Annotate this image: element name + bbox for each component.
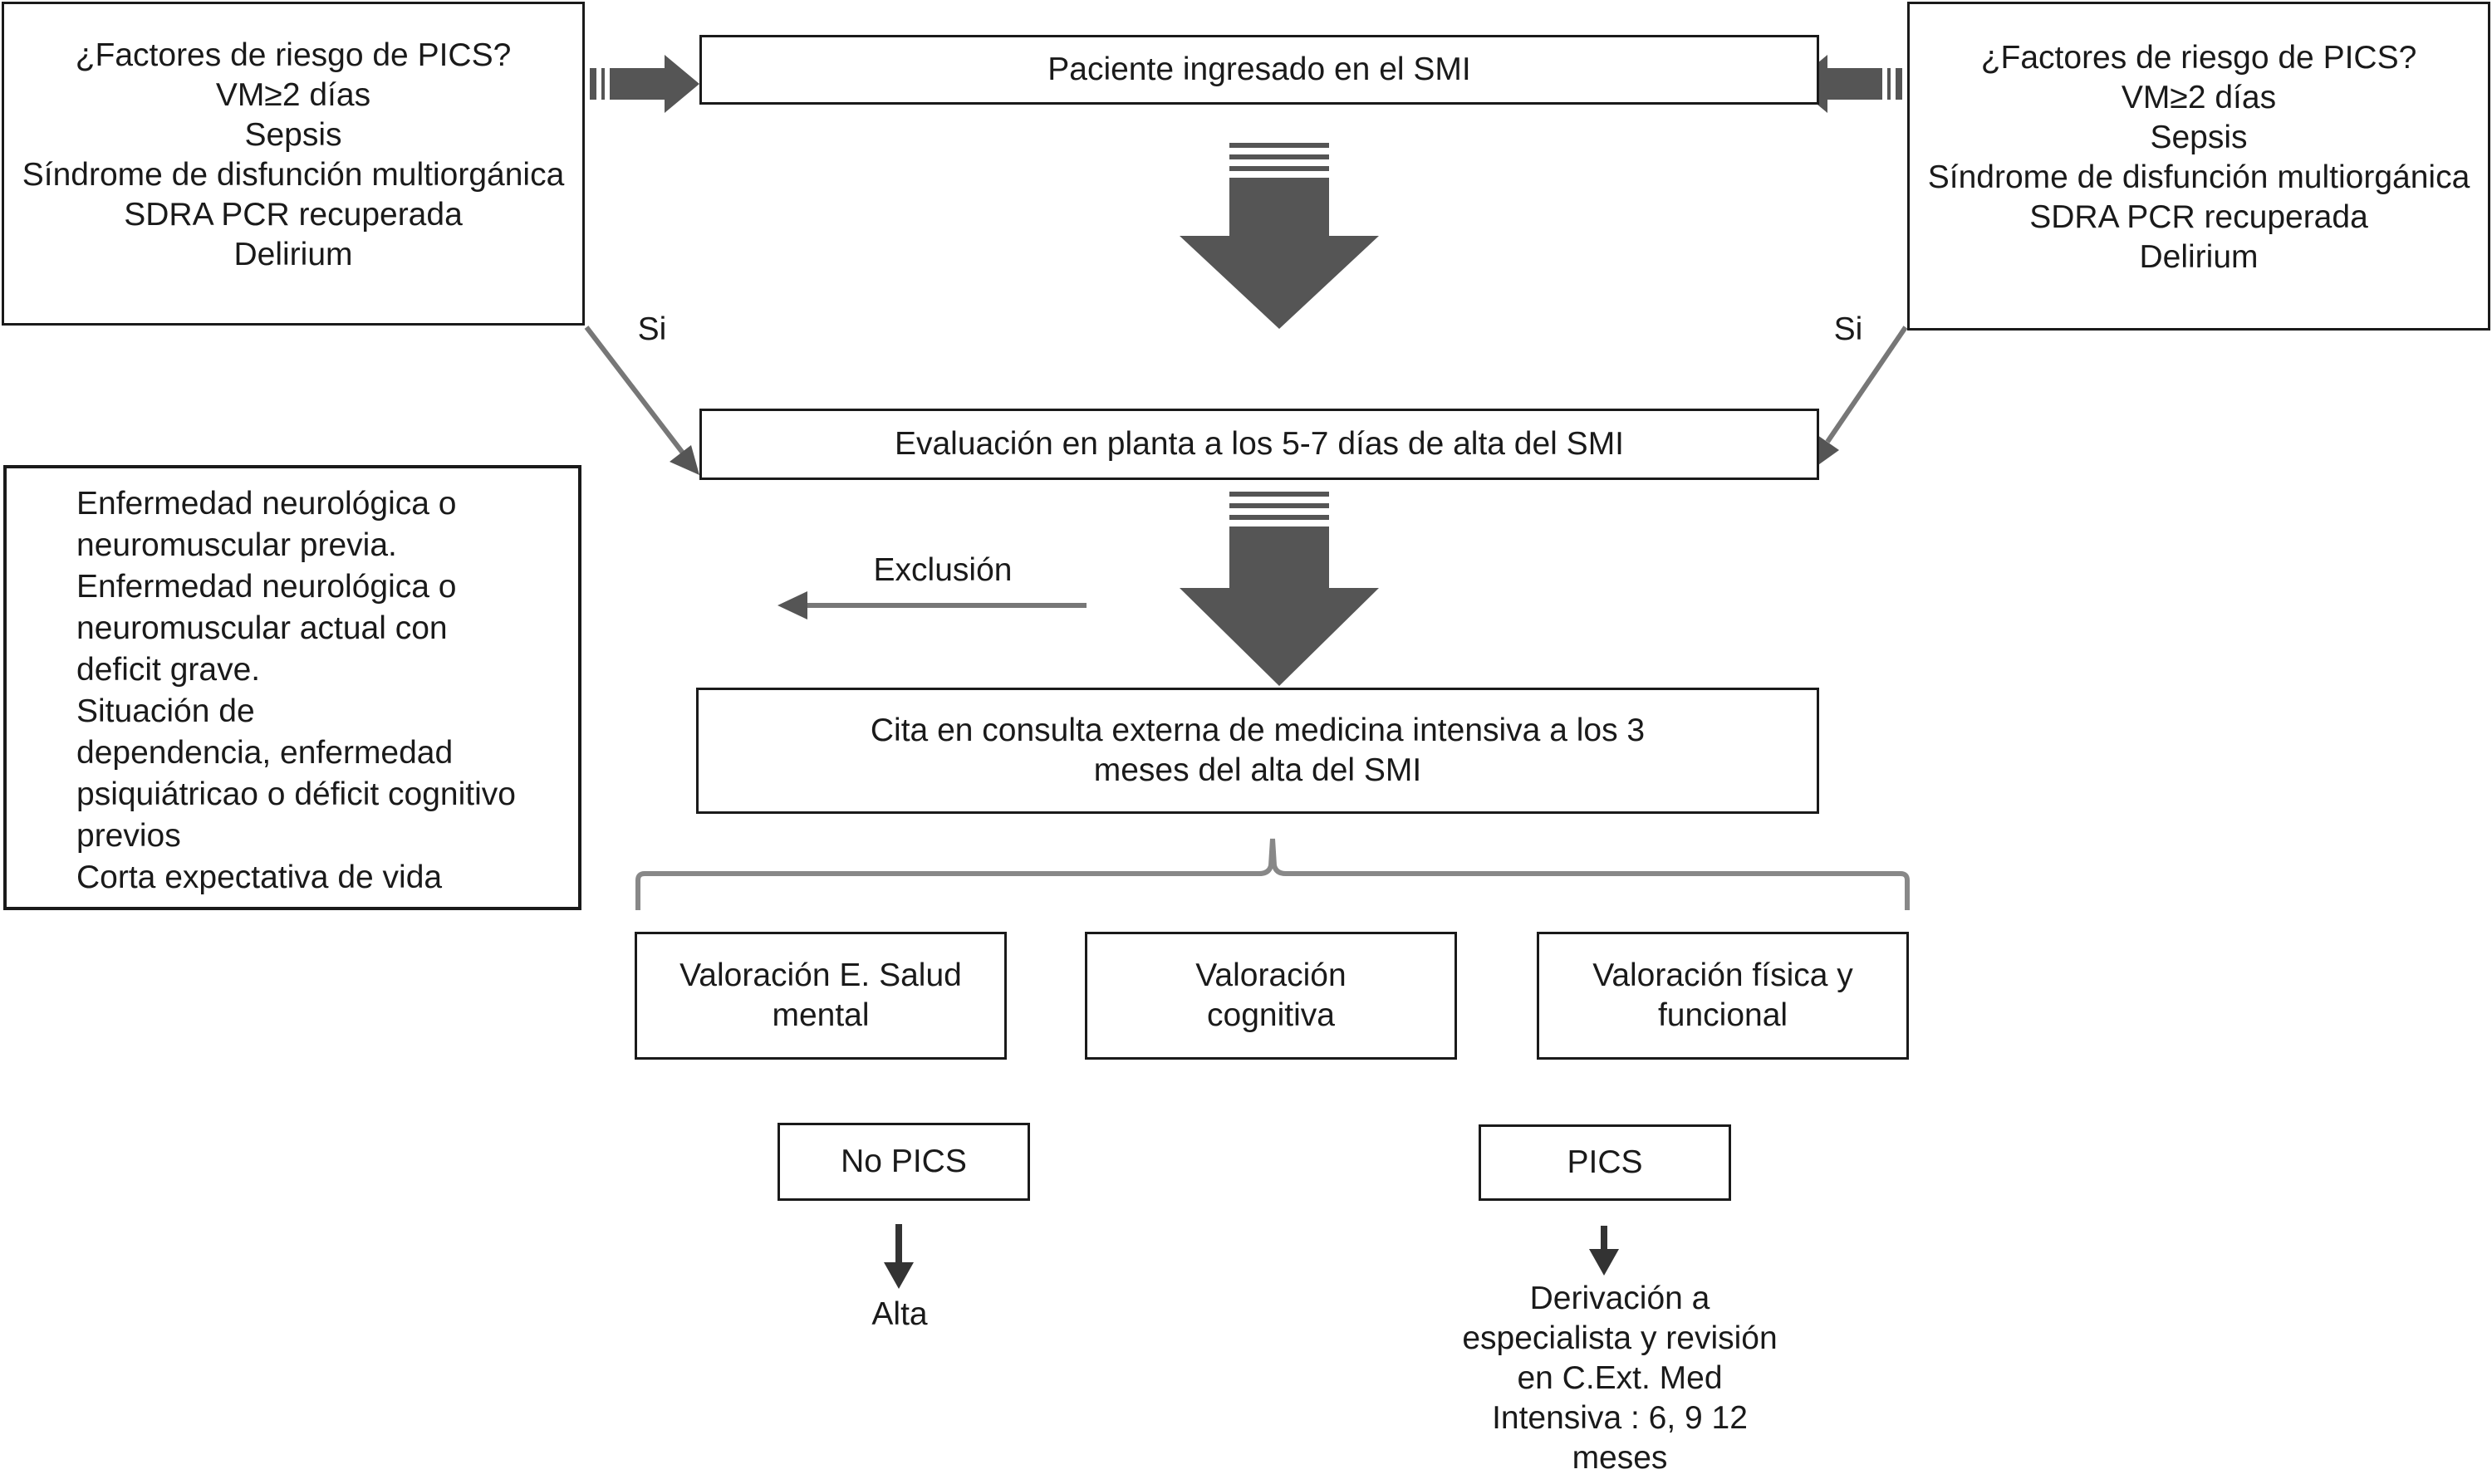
- referral-line: en C.Ext. Med: [1517, 1360, 1723, 1396]
- exclusion-criteria-line: Situación de: [76, 693, 255, 729]
- no-pics-box: No PICS: [778, 1123, 1030, 1201]
- pics-box: PICS: [1479, 1124, 1731, 1201]
- assessment-line: mental: [772, 997, 870, 1033]
- assessment-physical-box: Valoración física y funcional: [1537, 932, 1909, 1060]
- arrow-risk-left-to-admission: [590, 55, 699, 113]
- arrow-exclusion: [778, 591, 1087, 620]
- arrow-evaluation-to-appointment: [1180, 492, 1379, 686]
- risk-factors-box-left: ¿Factores de riesgo de PICS? VM≥2 días S…: [2, 2, 585, 326]
- appointment-box: Cita en consulta externa de medicina int…: [696, 688, 1819, 814]
- risk-factor-item: VM≥2 días: [215, 77, 371, 113]
- assessment-mental-health-box: Valoración E. Salud mental: [635, 932, 1007, 1060]
- referral-line: especialista y revisión: [1462, 1320, 1778, 1356]
- risk-factors-title: ¿Factores de riesgo de PICS?: [75, 37, 512, 73]
- risk-factor-item: Síndrome de disfunción multiorgánica: [1927, 159, 2470, 195]
- assessment-line: cognitiva: [1207, 997, 1335, 1033]
- referral-text: Derivación a especialista y revisión en …: [1412, 1279, 1827, 1478]
- exclusion-criteria-line: dependencia, enfermedad: [76, 735, 454, 771]
- admission-box: Paciente ingresado en el SMI: [699, 35, 1819, 105]
- assessment-line: Valoración: [1195, 957, 1347, 993]
- appointment-line: Cita en consulta externa de medicina int…: [870, 713, 1646, 748]
- risk-factor-item: Síndrome de disfunción multiorgánica: [22, 157, 565, 193]
- risk-factors-box-right: ¿Factores de riesgo de PICS? VM≥2 días S…: [1907, 2, 2490, 331]
- referral-line: Intensiva : 6, 9 12: [1492, 1400, 1748, 1436]
- arrow-admission-to-evaluation: [1180, 143, 1379, 329]
- risk-factor-item: Sepsis: [244, 117, 342, 153]
- exclusion-criteria-line: Corta expectativa de vida: [76, 860, 443, 895]
- exclusion-criteria-line: deficit grave.: [76, 652, 261, 688]
- risk-factors-title: ¿Factores de riesgo de PICS?: [1980, 40, 2417, 76]
- pics-label: PICS: [1567, 1144, 1643, 1180]
- assessment-line: funcional: [1657, 997, 1788, 1033]
- appointment-line: meses del alta del SMI: [1093, 752, 1422, 788]
- risk-factor-item: Delirium: [233, 237, 353, 272]
- ward-evaluation-label: Evaluación en planta a los 5-7 días de a…: [894, 426, 1625, 462]
- yes-label-left: Si: [637, 311, 667, 347]
- referral-line: meses: [1572, 1440, 1668, 1476]
- assessment-line: Valoración E. Salud: [679, 957, 962, 993]
- arrow-pics-to-referral: [1589, 1226, 1619, 1276]
- exclusion-label: Exclusión: [873, 552, 1013, 588]
- no-pics-label: No PICS: [841, 1144, 967, 1179]
- assessment-cognitive-box: Valoración cognitiva: [1085, 932, 1457, 1060]
- exclusion-criteria-line: previos: [76, 818, 181, 854]
- risk-factor-item: Sepsis: [2150, 120, 2248, 155]
- exclusion-criteria-line: psiquiátricao o déficit cognitivo: [76, 776, 516, 812]
- yes-label-right: Si: [1833, 311, 1863, 347]
- admission-label: Paciente ingresado en el SMI: [1047, 51, 1471, 87]
- exclusion-criteria-line: neuromuscular actual con: [76, 610, 448, 646]
- exclusion-criteria-line: neuromuscular previa.: [76, 527, 397, 563]
- ward-evaluation-box: Evaluación en planta a los 5-7 días de a…: [699, 409, 1819, 480]
- arrow-no-pics-to-alta: [884, 1224, 914, 1289]
- risk-factor-item: Delirium: [2139, 239, 2259, 275]
- risk-factor-item: VM≥2 días: [2121, 80, 2277, 115]
- assessment-brace: [635, 838, 1910, 910]
- referral-line: Derivación a: [1529, 1281, 1710, 1316]
- exclusion-criteria-box: Enfermedad neurológica o neuromuscular p…: [3, 465, 581, 910]
- exclusion-criteria-line: Enfermedad neurológica o: [76, 569, 457, 605]
- exclusion-criteria-line: Enfermedad neurológica o: [76, 486, 457, 522]
- risk-factor-item: SDRA PCR recuperada: [124, 197, 463, 233]
- discharge-label: Alta: [871, 1296, 928, 1332]
- risk-factor-item: SDRA PCR recuperada: [2029, 199, 2368, 235]
- assessment-line: Valoración física y: [1592, 957, 1853, 993]
